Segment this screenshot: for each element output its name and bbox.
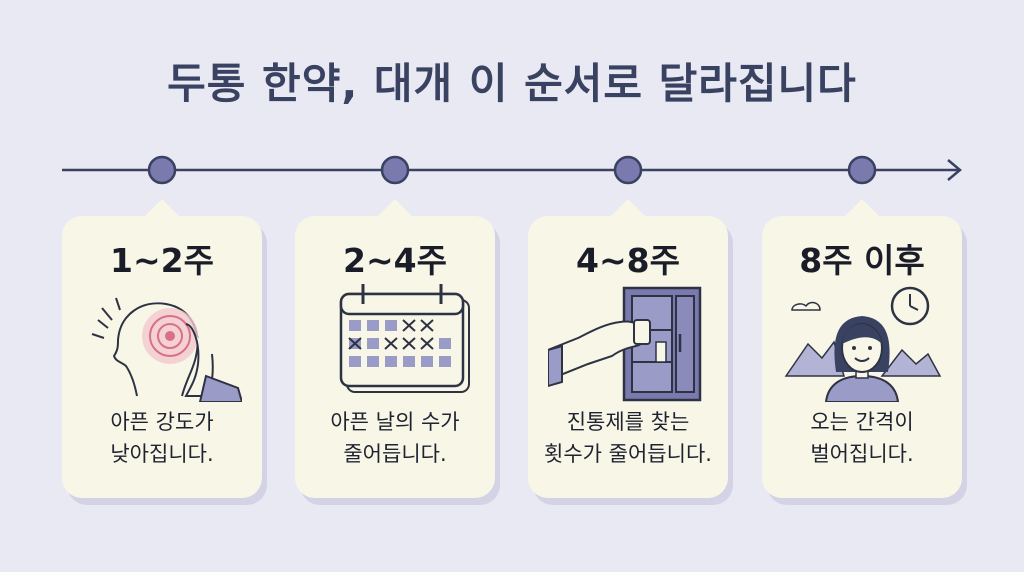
- timeline-node-1: [147, 155, 177, 185]
- timeline-node-4: [847, 155, 877, 185]
- stage-description: 아픈 날의 수가 줄어듭니다.: [330, 410, 460, 466]
- timeline-node-3: [613, 155, 643, 185]
- timeline-arrow-icon: [947, 159, 962, 181]
- stage-period: 8주 이후: [799, 241, 925, 280]
- stage-period: 2~4주: [343, 241, 447, 280]
- stage-description: 오는 간격이 벌어집니다.: [810, 410, 914, 466]
- stage-period: 1~2주: [110, 241, 214, 280]
- page-title: 두통 한약, 대개 이 순서로 달라집니다: [167, 59, 857, 108]
- headache-icon: [91, 297, 242, 402]
- medicine-cabinet-icon: [548, 286, 702, 402]
- stage-card-1: 1~2주 아픈 강도가 낮아집니다.: [62, 199, 262, 498]
- stage-description: 아픈 강도가 낮아집니다.: [110, 410, 214, 466]
- timeline-node-2: [380, 155, 410, 185]
- stage-card-3: 4~8주 진통제를 찾는 횟수가 줄어듭니다.: [528, 199, 728, 498]
- stage-card-4: 8주 이후 오는 간격이 벌어집니다.: [762, 199, 962, 498]
- relaxed-person-icon: [784, 286, 942, 402]
- stage-description: 진통제를 찾는 횟수가 줄어듭니다.: [544, 410, 712, 466]
- stage-card-2: 2~4주 아픈 날의 수가 줄어듭니다.: [295, 199, 495, 498]
- calendar-icon: [339, 284, 470, 393]
- stage-period: 4~8주: [576, 241, 680, 280]
